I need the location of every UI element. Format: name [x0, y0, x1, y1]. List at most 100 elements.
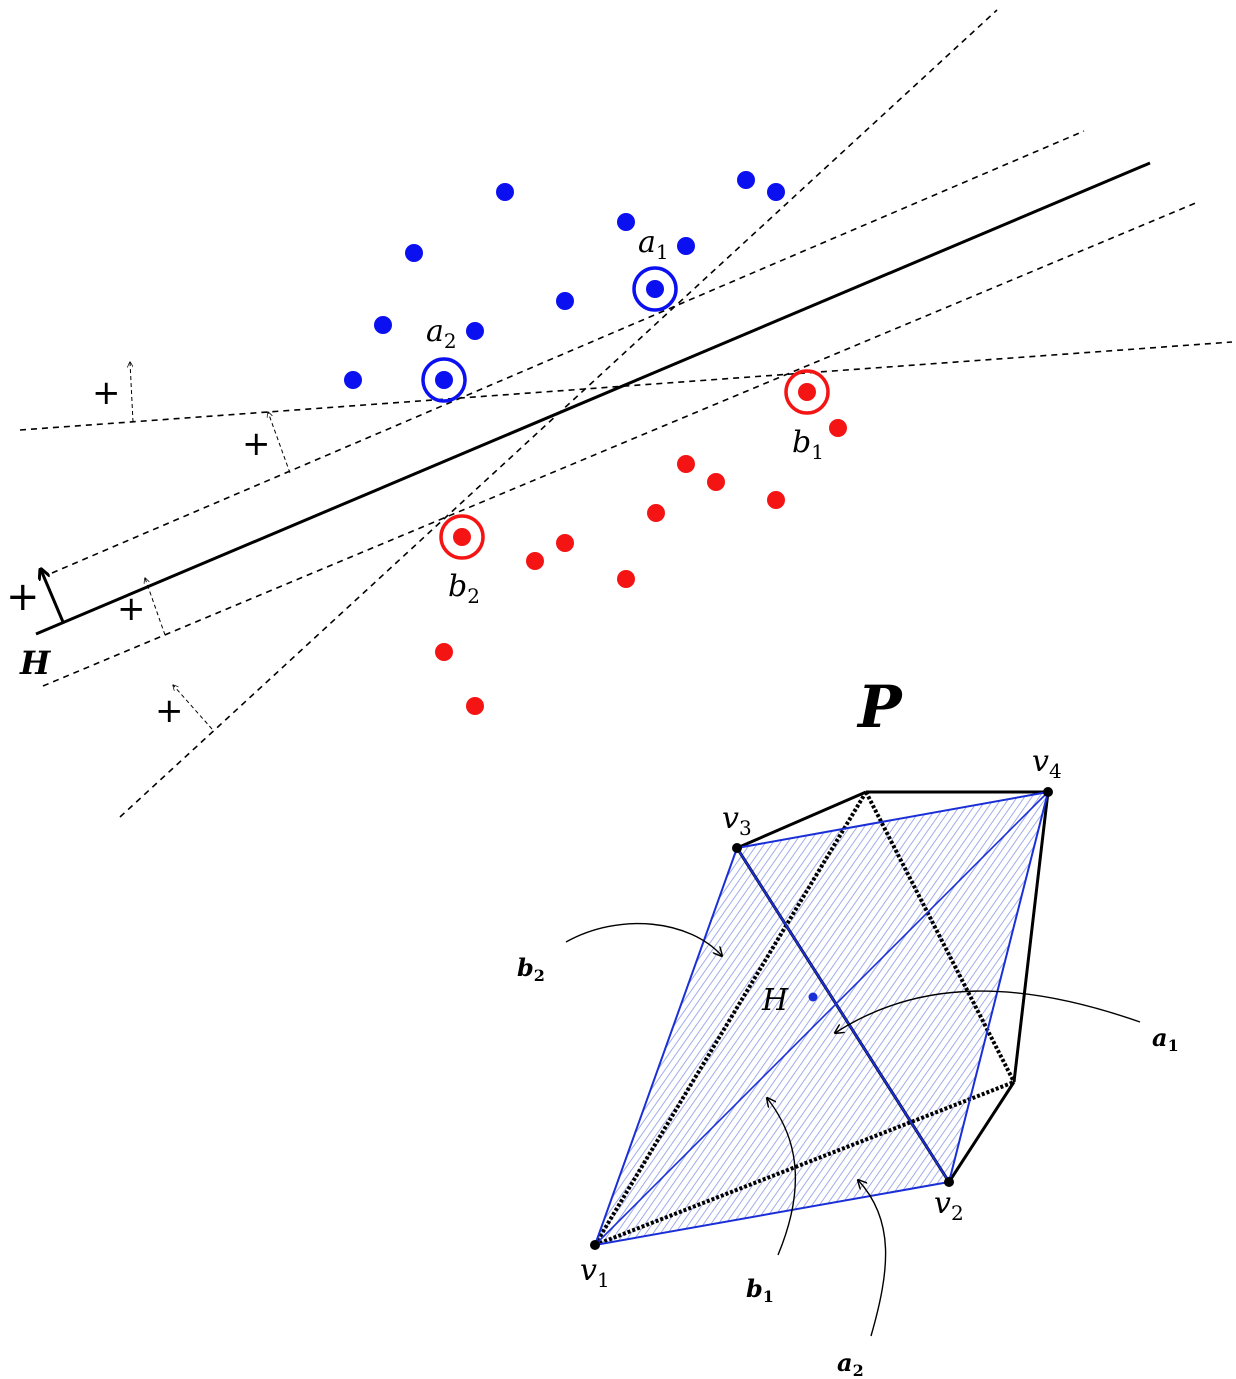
support-point-b1	[784, 369, 830, 415]
label-v1: v1	[580, 1253, 610, 1292]
facet-label-b1-sub: 1	[763, 1287, 774, 1306]
support-ring	[439, 514, 485, 560]
support-point-a2	[421, 357, 467, 403]
pointer-b2	[565, 922, 722, 956]
facet-label-a2-sub: 2	[853, 1361, 864, 1379]
point-H	[808, 992, 818, 1002]
support-point-b2	[439, 514, 485, 560]
blue-point	[677, 237, 695, 255]
normal-arrow-1	[130, 362, 134, 423]
support-dot	[798, 383, 816, 401]
facet-label-a1: a1	[1152, 1023, 1179, 1055]
class-b-points	[435, 419, 847, 715]
class-a-points	[344, 171, 785, 389]
hyperplane-H-line	[35, 161, 1151, 636]
plus-sign-3: +	[6, 574, 40, 620]
label-a1: a1	[638, 225, 669, 264]
support-ring	[784, 369, 830, 415]
normal-arrow-2	[268, 412, 291, 474]
label-b2-base: b	[448, 569, 467, 604]
red-point	[526, 552, 544, 570]
support-point-a1	[632, 266, 678, 312]
facet-edge-v4-v2	[948, 791, 1049, 1183]
support-dot	[453, 528, 471, 546]
top-panel: + + + + + H	[6, 9, 1233, 818]
support-ring	[632, 266, 678, 312]
facet-label-b2-base: b	[517, 953, 534, 982]
label-b1: b1	[792, 425, 824, 464]
facet-edge-v3-v2	[736, 847, 950, 1183]
label-v4-base: v	[1032, 744, 1049, 779]
facet-diagonal-v1-v4	[594, 791, 1049, 1246]
facet-label-b2: b2	[517, 953, 545, 985]
vertex-v3	[732, 843, 742, 853]
red-point	[617, 570, 635, 588]
label-v2-sub: 2	[951, 1201, 964, 1225]
support-dot	[646, 280, 664, 298]
pointer-a1	[835, 990, 1141, 1033]
label-v2: v2	[934, 1186, 964, 1225]
blue-point	[405, 244, 423, 262]
vertex-v2	[944, 1177, 954, 1187]
label-b1-sub: 1	[811, 440, 824, 464]
red-point	[829, 419, 847, 437]
vertex-v4	[1043, 787, 1053, 797]
label-a1-base: a	[638, 225, 656, 260]
blue-point	[344, 371, 362, 389]
facet-label-b1-base: b	[746, 1274, 763, 1303]
hyperplane-normal-arrow	[41, 570, 65, 623]
red-point	[707, 473, 725, 491]
label-v4-sub: 4	[1049, 759, 1062, 783]
facet-edge-v2-v1	[594, 1181, 950, 1246]
facet-edge-v3-v4	[736, 791, 1049, 849]
blue-point	[556, 292, 574, 310]
plus-sign-2: +	[242, 424, 271, 464]
facet-label-a1-base: a	[1152, 1023, 1168, 1052]
dashed-line-2	[51, 130, 1085, 574]
polytope-title: P	[856, 673, 903, 741]
red-point	[647, 504, 665, 522]
edge-v3-top	[736, 790, 867, 850]
bottom-panel: P H v1 v2 v3 v4	[517, 673, 1179, 1379]
pointer-a2	[858, 1180, 887, 1337]
label-v4: v4	[1032, 744, 1062, 783]
blue-point	[466, 322, 484, 340]
normal-arrow-4	[173, 685, 213, 730]
plus-sign-1: +	[92, 373, 121, 413]
red-point	[767, 491, 785, 509]
hyperplane-label: H	[19, 644, 52, 682]
label-v3-sub: 3	[739, 816, 752, 840]
label-b2-sub: 2	[467, 584, 480, 608]
label-v2-base: v	[934, 1186, 951, 1221]
blue-point	[617, 213, 635, 231]
label-H: H	[761, 983, 789, 1018]
edge-v4-right	[1012, 791, 1050, 1083]
label-a2: a2	[426, 314, 457, 353]
edge-right-v2	[947, 1081, 1016, 1183]
support-ring	[421, 357, 467, 403]
plus-sign-5: +	[155, 691, 184, 731]
hidden-edge-v1-top	[593, 790, 868, 1247]
vertex-v1	[590, 1240, 600, 1250]
red-point	[556, 534, 574, 552]
label-v3-base: v	[722, 801, 739, 836]
pointer-b1	[767, 1098, 797, 1256]
facet-label-a2-base: a	[837, 1348, 853, 1377]
label-b2: b2	[448, 569, 480, 608]
blue-point	[496, 183, 514, 201]
support-dot	[435, 371, 453, 389]
label-a1-sub: 1	[656, 240, 669, 264]
dashed-line-3	[42, 201, 1199, 687]
facet-label-a1-sub: 1	[1168, 1036, 1179, 1055]
facet-label-a2: a2	[837, 1348, 864, 1379]
label-v3: v3	[722, 801, 752, 840]
red-point	[677, 455, 695, 473]
blue-point	[767, 183, 785, 201]
label-a2-sub: 2	[444, 329, 457, 353]
facet-edge-v1-v3	[594, 847, 738, 1246]
blue-point	[374, 316, 392, 334]
red-point	[435, 643, 453, 661]
hidden-edge-top-right	[864, 791, 1016, 1083]
facet-label-b2-sub: 2	[534, 966, 545, 985]
